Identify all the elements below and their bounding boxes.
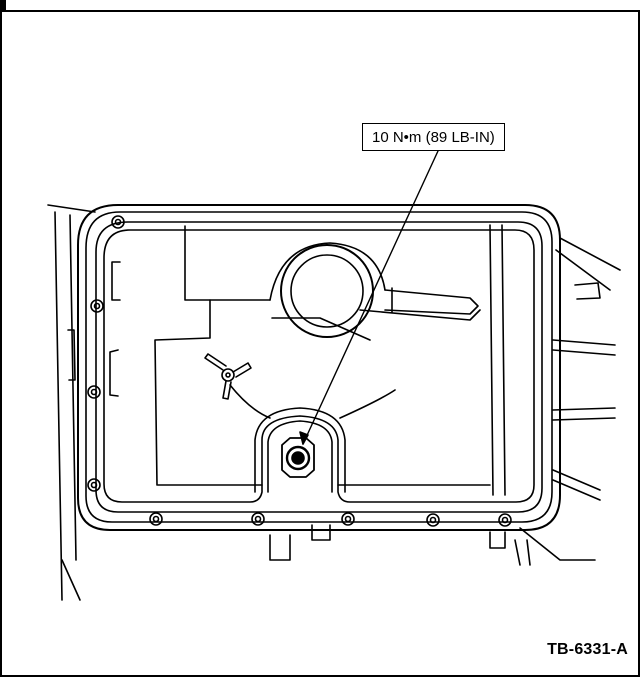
bolt — [90, 299, 104, 313]
bolt — [87, 478, 101, 492]
pan-flange — [77, 204, 561, 531]
pan-sump — [103, 229, 535, 503]
engine-block-right — [514, 237, 621, 566]
bolt — [426, 513, 440, 527]
bolt — [341, 512, 355, 526]
bolt — [111, 215, 125, 229]
pan-bolts — [87, 215, 512, 527]
bolt — [87, 385, 101, 399]
bolt — [498, 513, 512, 527]
callout-leader — [299, 150, 439, 445]
figure-id-label: TB-6331-A — [547, 641, 628, 658]
bolt — [251, 512, 265, 526]
drain-plug — [254, 407, 346, 493]
engine-block-left — [47, 204, 96, 601]
lower-lugs — [269, 524, 506, 561]
pan-baffles — [154, 224, 506, 496]
torque-callout: 10 N•m (89 LB-IN) — [362, 123, 505, 151]
bolt — [149, 512, 163, 526]
tri-point-fitting — [204, 353, 252, 400]
figure-corner-mark — [0, 0, 6, 12]
